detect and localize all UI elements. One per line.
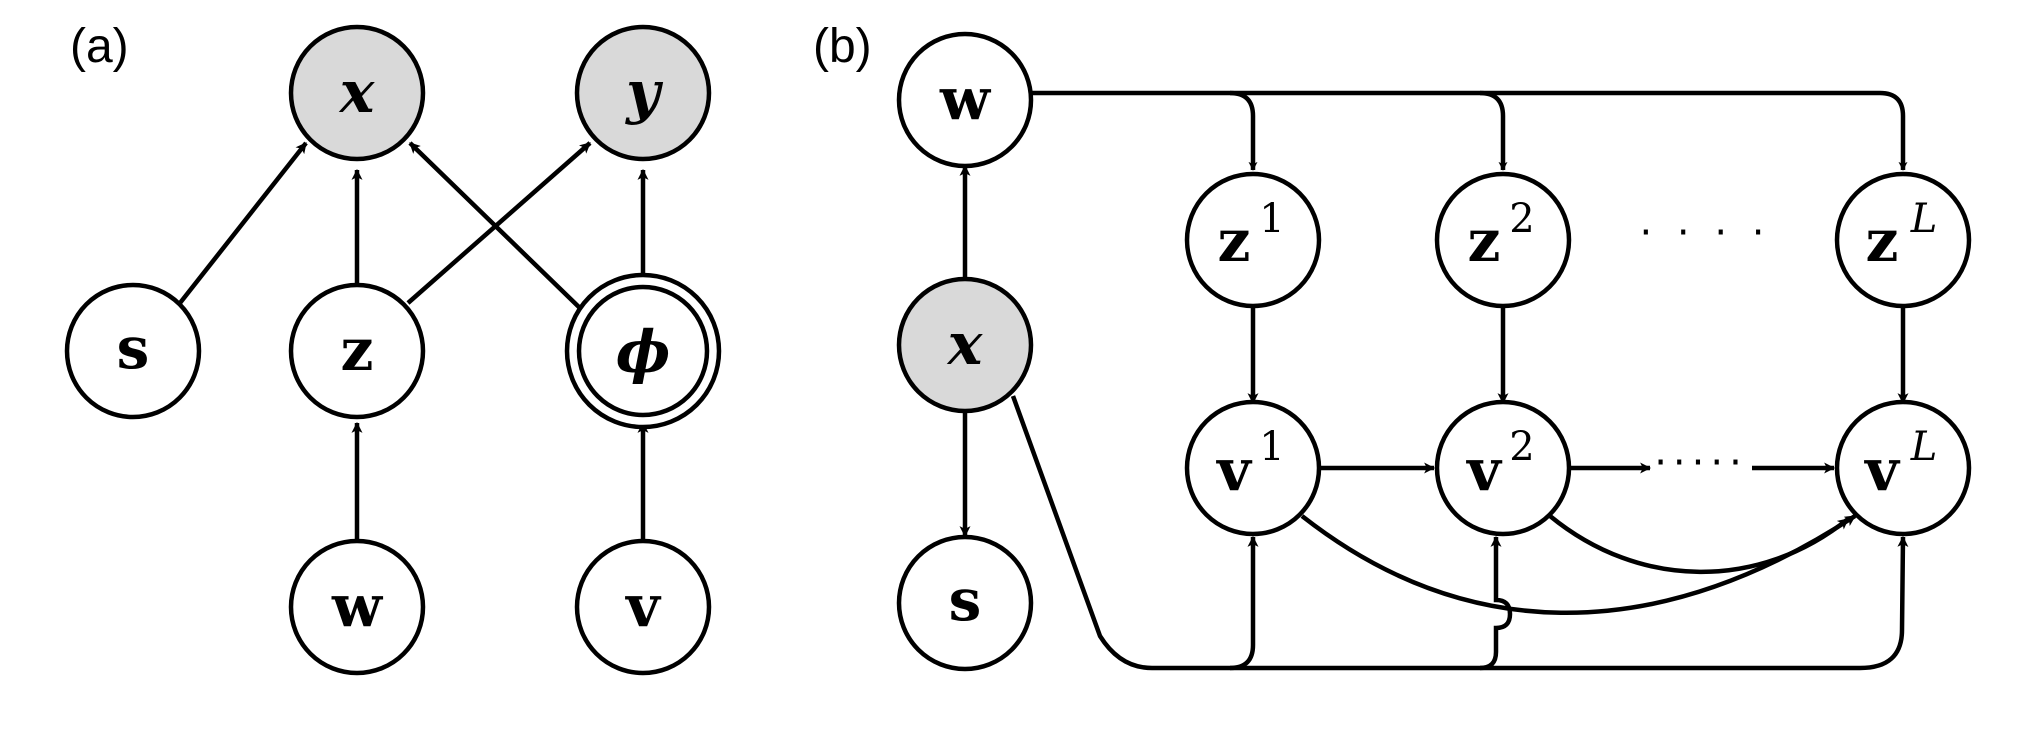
panel-a: (a) x y s z bbox=[64, 20, 722, 676]
node-y-a: y bbox=[574, 24, 712, 162]
node-label: x bbox=[338, 58, 376, 126]
node-vL: v L bbox=[1834, 399, 1972, 537]
panel-a-edges bbox=[178, 141, 649, 540]
node-s-a: s bbox=[64, 282, 202, 420]
node-zL: z L bbox=[1834, 171, 1972, 309]
edge-v2-to-vL bbox=[1548, 514, 1850, 575]
edge-x-to-v2 bbox=[1479, 535, 1513, 671]
node-x-b: x bbox=[896, 276, 1034, 414]
node-superscript: 2 bbox=[1509, 424, 1534, 470]
node-superscript: L bbox=[1910, 196, 1938, 242]
node-s-b: s bbox=[896, 534, 1034, 672]
node-label: v bbox=[1465, 436, 1503, 504]
panel-b-edges bbox=[959, 90, 1909, 671]
node-label: v bbox=[1215, 436, 1253, 504]
ellipsis-z-row: · · · · bbox=[1639, 210, 1770, 256]
node-v2: v 2 bbox=[1434, 399, 1572, 537]
node-phi-a: ϕ bbox=[564, 272, 722, 430]
node-z-a: z bbox=[288, 282, 426, 420]
node-w-b: w bbox=[896, 31, 1034, 169]
edge-w-to-z2 bbox=[1479, 90, 1508, 171]
node-x-a: x bbox=[288, 24, 426, 162]
node-superscript: 1 bbox=[1259, 196, 1284, 242]
node-superscript: 1 bbox=[1259, 424, 1284, 470]
node-superscript: L bbox=[1910, 424, 1938, 470]
node-label: y bbox=[624, 58, 664, 126]
node-label: s bbox=[117, 314, 150, 382]
node-v1: v 1 bbox=[1184, 399, 1322, 537]
edge-z-to-y bbox=[406, 141, 592, 305]
edge-s-to-x bbox=[178, 141, 308, 305]
panel-a-label: (a) bbox=[70, 20, 129, 73]
edge-phi-to-x bbox=[408, 141, 585, 313]
edge-w-to-zL bbox=[1879, 90, 1908, 171]
node-z1: z 1 bbox=[1184, 171, 1322, 309]
edge-x-bus bbox=[1010, 395, 1860, 671]
edge-v1-to-vL bbox=[1300, 514, 1857, 615]
node-label: v bbox=[1863, 436, 1901, 504]
node-superscript: 2 bbox=[1509, 196, 1534, 242]
edge-w-to-z1 bbox=[1229, 90, 1258, 171]
node-label: z bbox=[341, 316, 374, 384]
node-label: w bbox=[939, 65, 992, 133]
node-label: s bbox=[949, 566, 982, 634]
node-v-a: v bbox=[574, 538, 712, 676]
node-label: v bbox=[624, 572, 662, 640]
node-label: z bbox=[1468, 207, 1501, 275]
panel-b-label: (b) bbox=[813, 20, 872, 73]
node-w-a: w bbox=[288, 538, 426, 676]
ellipsis-v-row: ····· bbox=[1654, 440, 1748, 486]
panel-b: (b) bbox=[813, 20, 1972, 672]
node-label: z bbox=[1218, 207, 1251, 275]
node-label: w bbox=[331, 572, 384, 640]
edge-x-to-vL bbox=[1859, 535, 1909, 671]
node-label: x bbox=[946, 310, 984, 378]
node-label: z bbox=[1866, 207, 1899, 275]
node-label: ϕ bbox=[616, 318, 671, 386]
node-z2: z 2 bbox=[1434, 171, 1572, 309]
edge-x-to-v1 bbox=[1229, 535, 1259, 671]
